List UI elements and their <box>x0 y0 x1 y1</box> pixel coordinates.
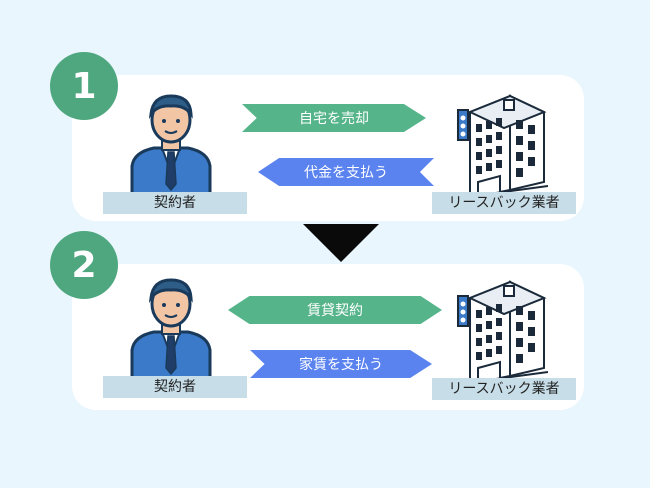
leaseback-company-label: リースバック業者 <box>432 378 576 400</box>
pay-price-label: 代金を支払う <box>304 165 388 181</box>
pay-price-arrow: 代金を支払う <box>258 158 434 186</box>
office-building-icon <box>457 280 548 386</box>
sell-home-arrow: 自宅を売却 <box>242 104 426 132</box>
contractor-label: 契約者 <box>103 376 247 398</box>
office-building-icon <box>457 94 548 200</box>
lease-contract-label: 賃貸契約 <box>307 303 363 319</box>
pay-rent-label: 家賃を支払う <box>299 357 383 373</box>
step-1-badge: 1 <box>50 52 118 120</box>
down-arrow-icon <box>303 224 379 262</box>
businessman-icon <box>130 94 212 198</box>
sell-home-label: 自宅を売却 <box>299 111 369 127</box>
lease-contract-arrow: 賃貸契約 <box>228 296 442 324</box>
step-2-badge: 2 <box>50 231 118 299</box>
leaseback-company-label: リースバック業者 <box>432 192 576 214</box>
pay-rent-arrow: 家賃を支払う <box>250 350 432 378</box>
businessman-icon <box>130 278 212 382</box>
contractor-label: 契約者 <box>103 192 247 214</box>
